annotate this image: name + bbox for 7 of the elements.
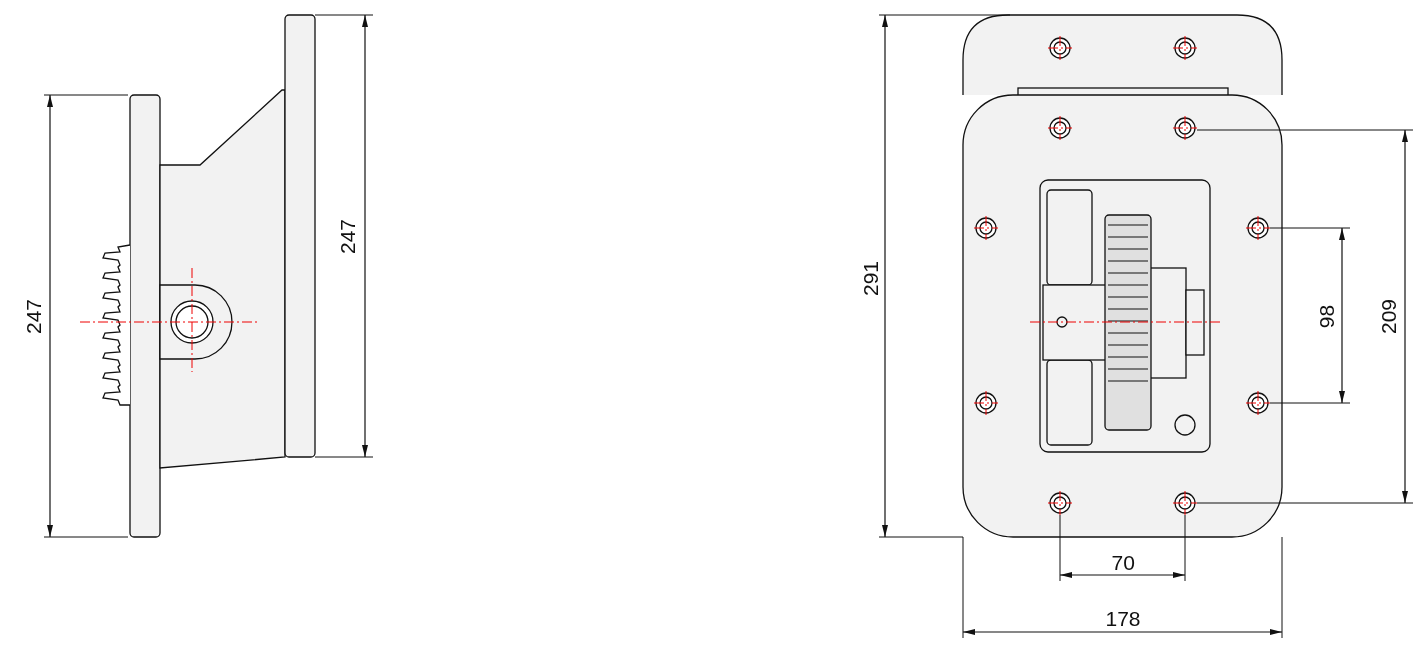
dimension-label: 178 (1105, 607, 1141, 629)
dimension-label: 98 (1315, 304, 1337, 328)
dimension-label: 247 (22, 298, 44, 334)
dimension-label: 291 (859, 260, 881, 296)
dimension-label: 209 (1377, 298, 1399, 334)
dimension-label: 70 (1111, 551, 1135, 573)
dimension-label: 247 (336, 218, 358, 254)
